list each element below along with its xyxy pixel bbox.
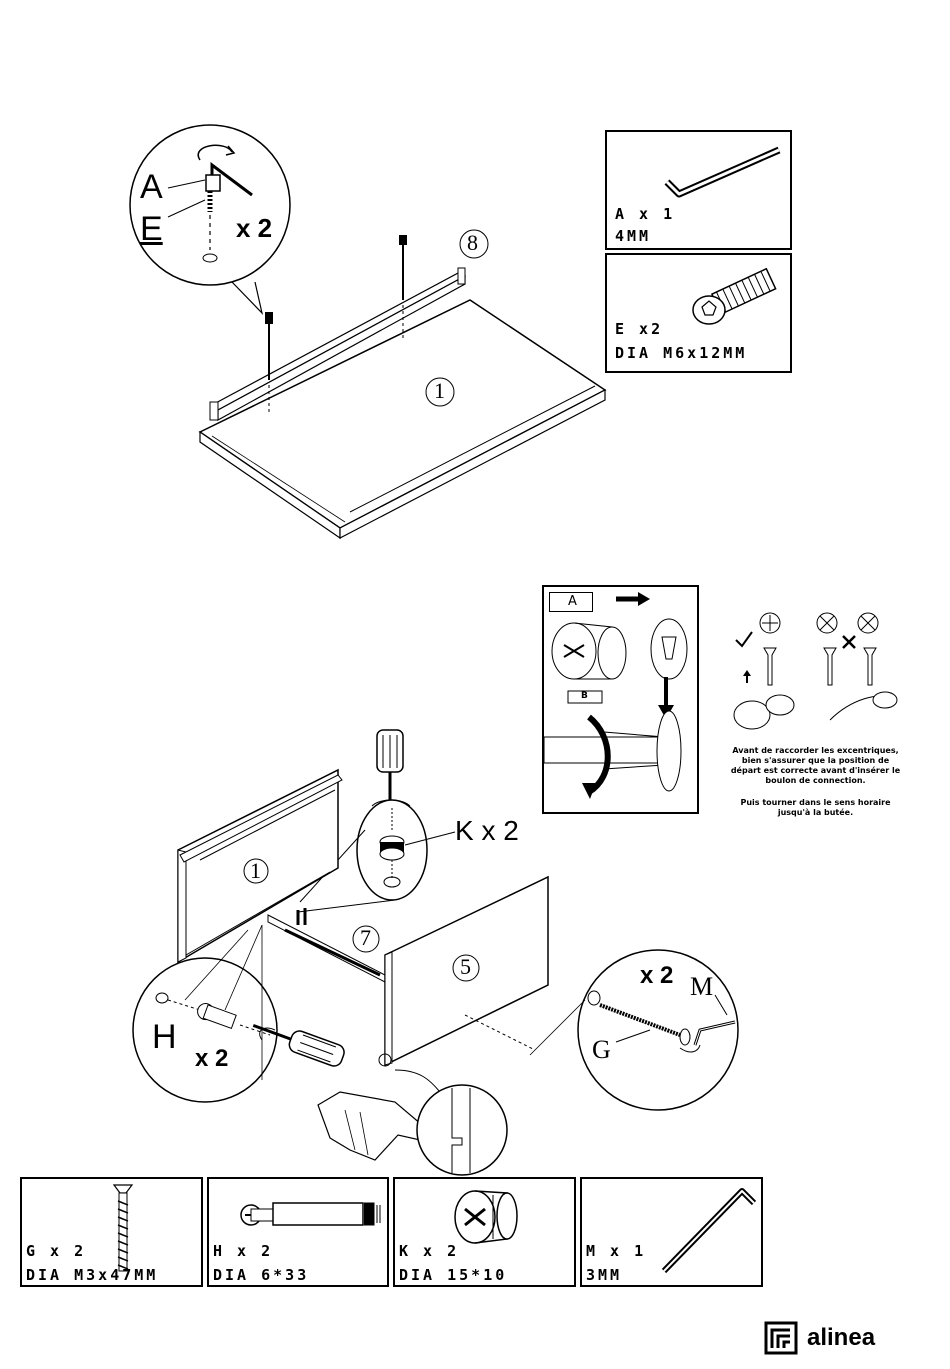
part-k-qty: K x 2 [399,1242,460,1260]
part-box-a: A x 1 4MM [605,130,792,250]
part-number-7: 7 [360,925,371,950]
part-number-8: 8 [467,230,478,255]
brand-name: alinea [807,1324,876,1351]
part-number-1: 1 [434,378,445,403]
part-g-qty: G x 2 [26,1242,87,1260]
part-e-qty: E x2 [615,320,664,338]
brand-logo: alinea [764,1320,895,1360]
gm-callout-qty: x 2 [640,962,674,989]
part-box-k: K x 2 DIA 15*10 [393,1177,576,1287]
part-h-size: DIA 6*33 [213,1266,310,1284]
part-g-size: DIA M3x47MM [26,1266,159,1284]
part-number-5: 5 [460,954,471,979]
part-box-e: E x2 DIA M6x12MM [605,253,792,373]
allen-key-icon [661,1188,757,1274]
cam-orientation-diagram [733,612,898,730]
callout-letter-e: E [140,210,163,248]
g-callout-label: G [592,1035,611,1064]
cam-label-b: B [581,691,588,701]
allen-key-icon [664,146,781,198]
cam-bolt-icon [240,1202,381,1226]
h-callout-qty: x 2 [195,1045,229,1072]
cam-label-a: A [568,594,577,609]
h-callout-label: H [152,1018,177,1056]
callout-qty: x 2 [236,213,273,243]
callout-letter-a: A [140,168,163,206]
step2-diagram [132,729,739,1176]
part-h-qty: H x 2 [213,1242,274,1260]
k-callout-label: K x 2 [455,815,519,846]
cam-detail-drawing [543,592,688,799]
cam-label-a-box: A [549,592,593,612]
part-m-qty: M x 1 [586,1242,647,1260]
cam-note-2: Puis tourner dans le sens horaire jusqu'… [740,798,891,817]
part-number-1-step2: 1 [250,858,261,883]
screw-icon [112,1184,134,1272]
part-box-g: G x 2 DIA M3x47MM [20,1177,203,1287]
step1-callout-circle [129,124,607,540]
part-box-h: H x 2 DIA 6*33 [207,1177,389,1287]
part-box-m: M x 1 3MM [580,1177,763,1287]
cam-note-1: Avant de raccorder les excentriques, bie… [730,746,901,785]
cam-lock-icon [454,1190,518,1244]
part-a-qty: A x 1 [615,205,676,223]
part-k-size: DIA 15*10 [399,1266,508,1284]
cam-detail-box: A B [542,585,699,814]
part-a-size: 4MM [615,227,652,245]
part-e-size: DIA M6x12MM [615,344,748,362]
alinea-logo-icon [764,1321,798,1355]
m-callout-label: M [690,972,714,1001]
bolt-icon [692,267,777,325]
part-m-size: 3MM [586,1266,623,1284]
